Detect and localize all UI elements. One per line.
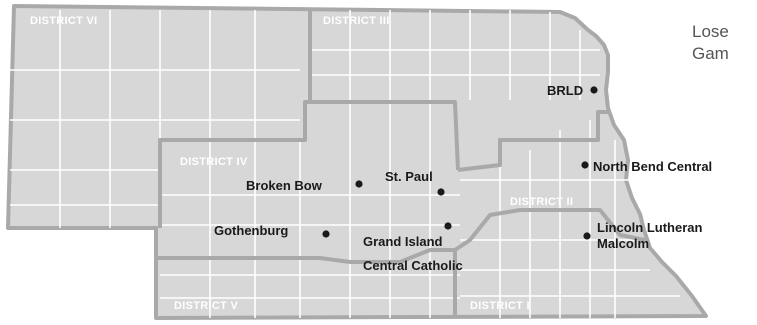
side-text-line-2: Gam	[692, 44, 729, 63]
school-label-lincoln-lutheran-line-1: Lincoln Lutheran	[597, 220, 703, 235]
school-dot-north-bend-central	[581, 161, 589, 169]
school-dot-brld	[590, 86, 598, 94]
school-label-brld: BRLD	[547, 83, 583, 98]
school-dot-grand-island-central-catholic	[444, 222, 452, 230]
school-dot-gothenburg	[322, 230, 330, 238]
district-label-vi: DISTRICT VI	[30, 15, 97, 27]
district-label-ii: DISTRICT II	[510, 196, 573, 208]
side-text-line-1: Lose	[692, 22, 729, 41]
school-dot-st-paul	[437, 188, 445, 196]
district-label-v: DISTRICT V	[174, 300, 238, 312]
school-dot-lincoln-lutheran-malcolm	[583, 232, 591, 240]
school-label-gothenburg: Gothenburg	[214, 223, 288, 238]
district-label-iii: DISTRICT III	[323, 15, 390, 27]
school-label-grand-island-line-2: Central Catholic	[363, 258, 463, 273]
school-label-broken-bow: Broken Bow	[246, 178, 323, 193]
school-label-grand-island-line-1: Grand Island	[363, 234, 443, 249]
school-label-st-paul: St. Paul	[385, 169, 433, 184]
district-boundaries	[156, 8, 646, 318]
school-label-lincoln-lutheran-line-2: Malcolm	[597, 236, 649, 251]
district-label-i: DISTRICT I	[470, 300, 530, 312]
school-label-north-bend-central: North Bend Central	[593, 159, 712, 174]
county-lines	[10, 10, 680, 318]
district-label-iv: DISTRICT IV	[180, 156, 248, 168]
school-dot-broken-bow	[355, 180, 363, 188]
